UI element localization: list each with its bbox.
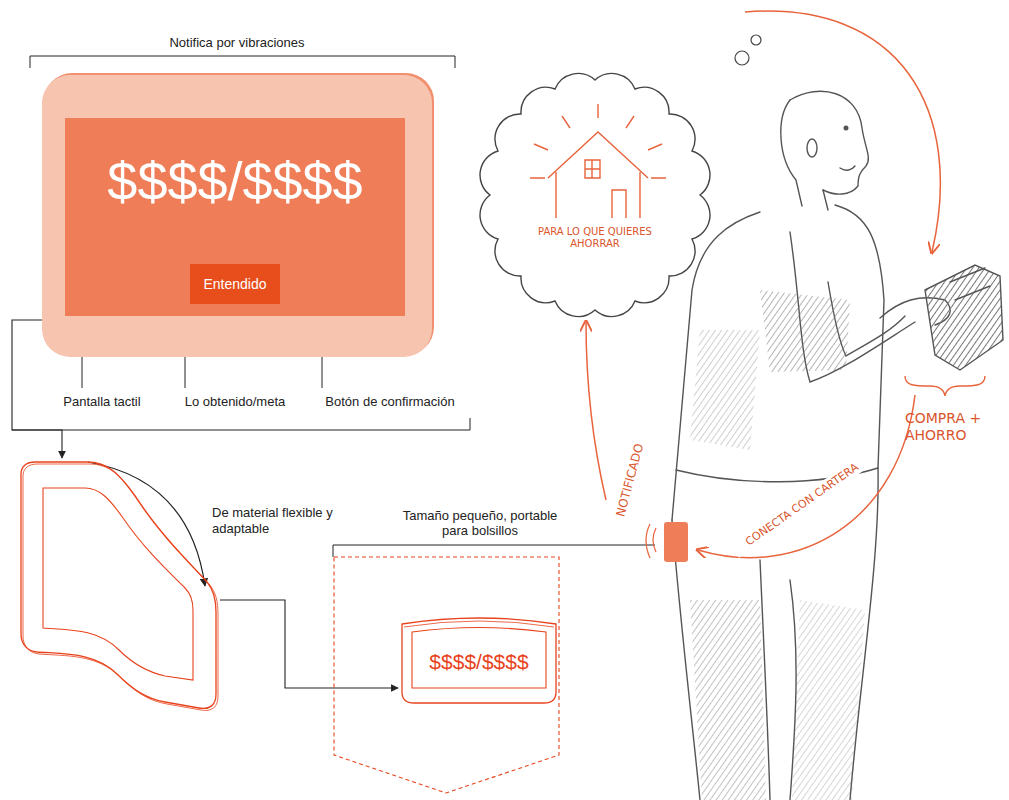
- house-door: [612, 190, 626, 218]
- pencil-shading: [690, 290, 865, 800]
- flex-screen: [43, 488, 193, 680]
- back-outline: [672, 212, 760, 520]
- flex-outline-edge: [23, 464, 218, 710]
- face-profile: [790, 91, 868, 194]
- connector-arrow: [220, 600, 398, 688]
- sketch-note: COMPRA + AHORRO: [905, 410, 995, 444]
- thought-cloud: [480, 73, 710, 316]
- node-text: $$$$/$$$$: [429, 650, 528, 671]
- curly-brace: [905, 376, 985, 396]
- confirm-button: Entendido: [190, 264, 280, 304]
- person-sketch: [672, 91, 1003, 800]
- flex-arrow: [88, 462, 205, 586]
- node-text: $$$$/$$$$: [107, 154, 362, 208]
- device-housing: Notifica por vibraciones$$$$/$$$$Entendi…: [42, 75, 432, 357]
- leg-shading: [690, 600, 766, 800]
- thought-bubble: [735, 51, 749, 65]
- flow-arrow: [586, 322, 606, 500]
- device-outline: [402, 618, 556, 703]
- part-label: Lo obtenido/meta: [165, 394, 305, 410]
- sketch-note: CONECTA CON CARTERA: [730, 452, 873, 559]
- torso-shading: [760, 290, 850, 372]
- neck: [823, 190, 828, 210]
- house-walls: [556, 172, 640, 218]
- node-heading: Notifica por vibraciones: [42, 35, 432, 51]
- flow-arrow: [698, 395, 915, 558]
- sketch-note: PARA LO QUE QUIERES AHORRAR: [532, 226, 658, 250]
- sun-rays: [530, 104, 666, 178]
- flow-arrow: [745, 11, 940, 252]
- device-edge: [404, 621, 554, 627]
- smile: [840, 166, 855, 170]
- vibration-marks: [646, 524, 656, 558]
- wallet-cards: [950, 268, 990, 300]
- touch-screen: $$$$/$$$$ Entendido: [65, 118, 405, 316]
- part-label: Botón de confirmación: [310, 394, 470, 410]
- house-sketch: [530, 104, 666, 218]
- title-bracket: [30, 56, 455, 68]
- wallet: [925, 265, 1003, 370]
- house-window: [585, 160, 600, 178]
- part-label: Pantalla tactil: [42, 394, 162, 410]
- leg-shading: [792, 600, 865, 800]
- ear: [807, 139, 817, 157]
- sketch-note: NOTIFICADO: [611, 432, 650, 528]
- node-heading: Tamaño pequeño, portable para bolsillos: [390, 508, 570, 539]
- eye: [844, 126, 848, 130]
- group-bracket: [12, 418, 470, 430]
- thought-bubble: [751, 35, 761, 45]
- flexible-device: De material flexible y adaptable: [15, 458, 220, 713]
- pocket-outline: Tamaño pequeño, portable para bolsillos$…: [333, 555, 560, 795]
- pocket-bracket: [333, 545, 655, 557]
- device-screen: [412, 628, 546, 689]
- house-roof: [548, 132, 648, 178]
- back-of-head: [781, 100, 802, 206]
- pocket-device-mark: [664, 522, 688, 562]
- back-shading: [690, 330, 760, 450]
- node-text: Entendido: [203, 277, 266, 291]
- pocket-device: $$$$/$$$$: [398, 610, 560, 705]
- flex-outline: [21, 462, 216, 708]
- shape-outline: [15, 458, 220, 713]
- node-heading: De material flexible y adaptable: [212, 505, 362, 536]
- pocket-dashed: [334, 557, 559, 793]
